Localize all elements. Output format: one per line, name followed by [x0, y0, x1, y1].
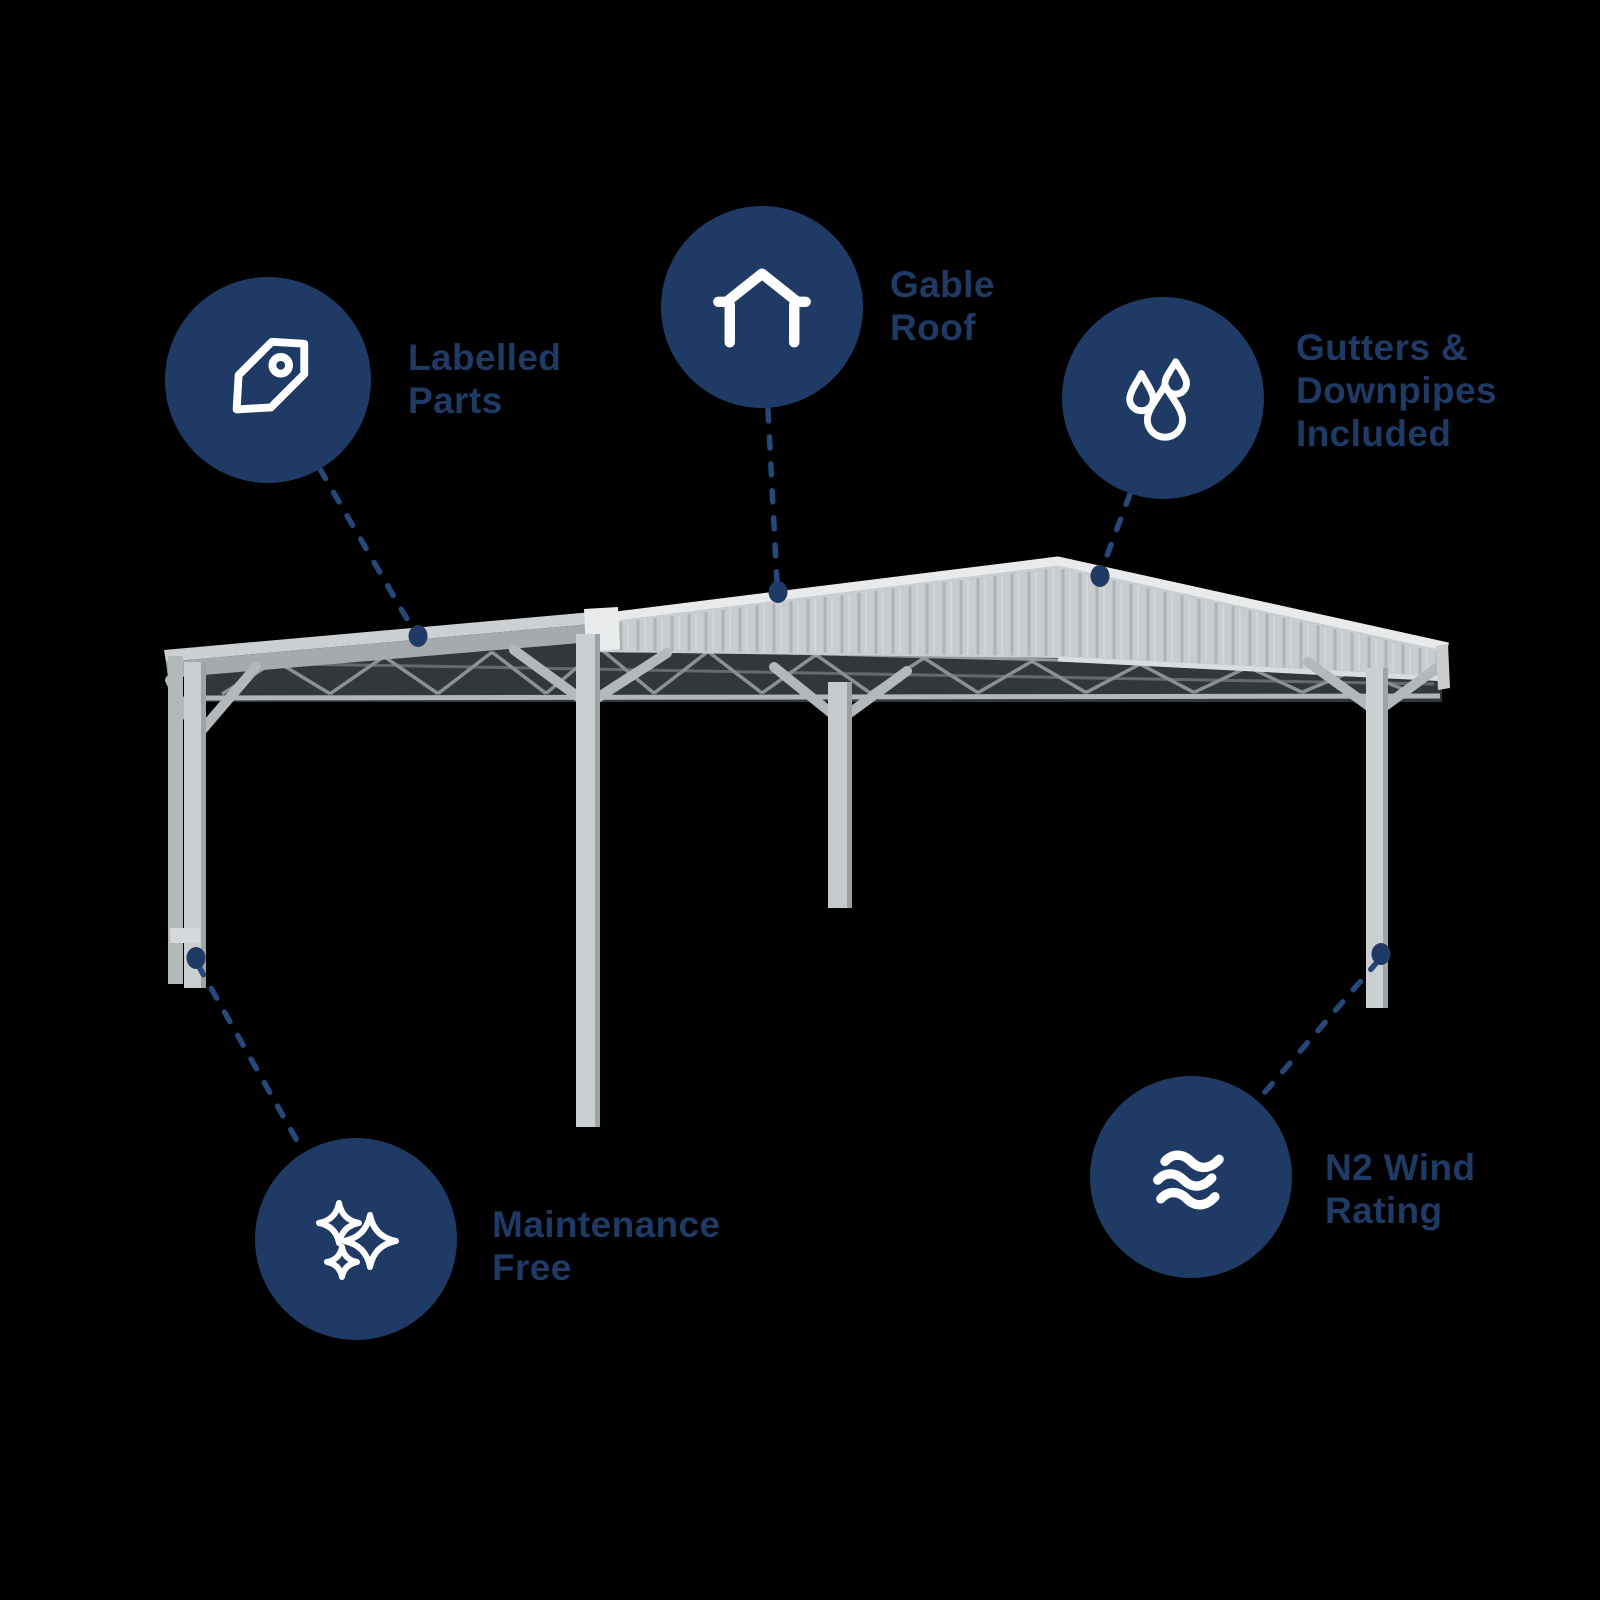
roof-purlin	[299, 662, 1435, 686]
gable-roof-icon	[713, 268, 811, 348]
post-front-right	[1366, 668, 1388, 1008]
feature-circle-gable-roof	[661, 206, 863, 408]
feature-label-line: Roof	[890, 307, 976, 348]
feature-circle-n2-wind-rating	[1090, 1076, 1292, 1278]
post-back-middle-shade	[847, 682, 852, 908]
cladding-ribs	[602, 569, 1445, 676]
ridge-cap	[591, 556, 1449, 652]
feature-label-line: Free	[492, 1247, 572, 1288]
connector-dot	[1371, 943, 1391, 965]
eave-beam-face	[166, 624, 592, 678]
feature-label-line: Downpipes	[1296, 370, 1497, 411]
feature-label-line: Labelled	[408, 337, 562, 378]
connector-line-wind-rating	[1256, 958, 1381, 1102]
water-drops-icon	[1126, 358, 1190, 441]
feature-label-line: Rating	[1325, 1190, 1443, 1231]
post-front-left	[184, 662, 206, 988]
post-front-middle-shade	[595, 634, 600, 1127]
feature-label-gable-roof: Gable Roof	[890, 263, 995, 349]
carport-render	[164, 556, 1450, 1127]
eave-bottom-chord	[205, 693, 1441, 701]
post-back-left	[168, 656, 183, 984]
posts	[168, 634, 1450, 1127]
connector-dot	[768, 581, 788, 603]
eave-beam-top	[164, 612, 592, 662]
connector-dots	[186, 565, 1391, 969]
wind-waves-icon	[1153, 1150, 1224, 1210]
feature-label-n2-wind-rating: N2 Wind Rating	[1325, 1146, 1475, 1232]
feature-label-line: Included	[1296, 413, 1452, 454]
connector-dot	[186, 947, 206, 969]
connector-line-maintenance	[195, 962, 303, 1149]
feature-circle-maintenance-free	[255, 1138, 457, 1340]
feature-label-gutters-downpipes: Gutters & Downpipes Included	[1296, 326, 1497, 455]
post-bracket	[170, 928, 200, 943]
feature-label-line: Maintenance	[492, 1204, 721, 1245]
sparkles-icon	[316, 1200, 399, 1280]
feature-label-line: Gutters &	[1296, 327, 1469, 368]
connector-lines	[195, 407, 1381, 1149]
connector-line-gutters	[1099, 491, 1133, 572]
post-front-left-shade	[201, 662, 206, 988]
feature-label-labelled-parts: Labelled Parts	[408, 336, 561, 422]
feature-circle-labelled-parts	[165, 277, 371, 483]
corner-fascia-return	[1436, 644, 1450, 690]
connector-line-labelled-parts	[317, 466, 414, 629]
feature-label-line: Parts	[408, 380, 503, 421]
connector-line-gable-roof	[765, 407, 780, 586]
feature-label-line: Gable	[890, 264, 995, 305]
post-front-right-shade	[1383, 668, 1388, 1008]
tag-icon	[232, 337, 309, 414]
connector-dot	[1090, 565, 1110, 587]
feature-circle-gutters-downpipes	[1062, 297, 1264, 499]
feature-label-line: N2 Wind	[1325, 1147, 1476, 1188]
feature-label-maintenance-free: Maintenance Free	[492, 1203, 721, 1289]
connector-dot	[408, 625, 428, 647]
